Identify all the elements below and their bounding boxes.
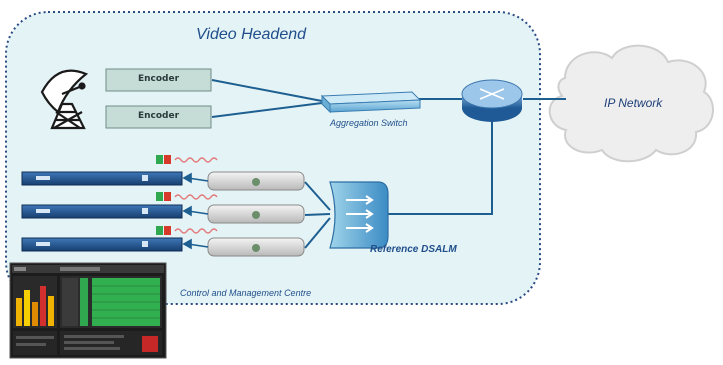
router-icon <box>461 79 523 122</box>
probe-bar-2 <box>21 204 183 219</box>
set-top-box-2 <box>207 204 305 224</box>
status-indicator-2 <box>156 192 218 201</box>
status-indicator-1 <box>156 155 218 164</box>
probe-bar-1 <box>21 171 183 186</box>
reference-dslam-icon <box>329 181 389 249</box>
encoder-box-1 <box>105 68 212 92</box>
reference-dslam-label: Reference DSALM <box>370 244 457 255</box>
network-links <box>211 79 566 249</box>
set-top-box-1 <box>207 171 305 191</box>
encoder-label-2: Encoder <box>137 111 180 121</box>
aggregation-switch-label: Aggregation Switch <box>330 118 408 128</box>
probe-bar-3 <box>21 237 183 252</box>
video-headend-region <box>5 11 541 305</box>
encoder-box-2 <box>105 105 212 129</box>
management-console-screenshot <box>9 262 167 359</box>
ip-network-label: IP Network <box>604 96 663 110</box>
satellite-dish-icon <box>40 69 89 130</box>
probe-arrows <box>182 172 209 250</box>
video-headend-title: Video Headend <box>196 26 307 43</box>
status-indicator-3 <box>156 226 218 235</box>
set-top-box-3 <box>207 237 305 257</box>
aggregation-switch-icon <box>320 91 422 114</box>
ip-network-cloud <box>548 44 715 163</box>
control-centre-label: Control and Management Centre <box>180 288 312 298</box>
encoder-label-1: Encoder <box>137 74 180 84</box>
